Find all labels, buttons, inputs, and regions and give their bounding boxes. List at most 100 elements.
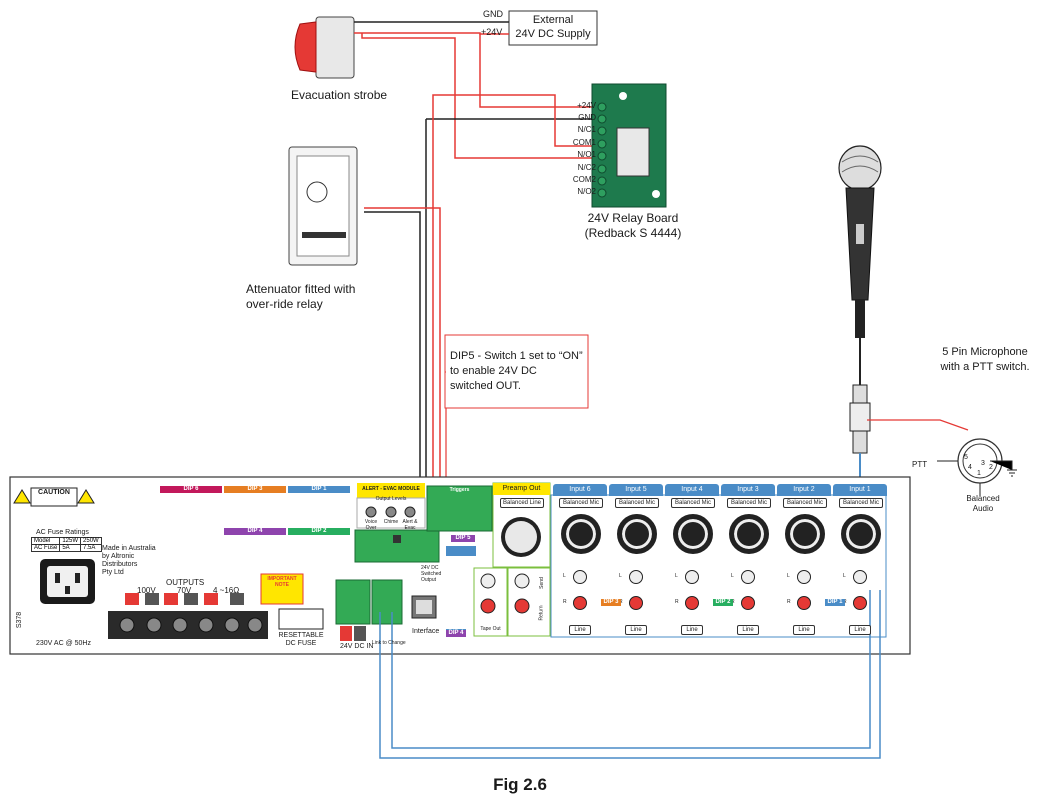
relay-terminal-screws bbox=[597, 102, 607, 198]
rca-left-jack[interactable] bbox=[853, 570, 867, 584]
attenuator-label: Attenuator fitted with over-ride relay bbox=[246, 282, 355, 312]
xlr-input-socket[interactable] bbox=[617, 514, 657, 554]
knob-alert-evac: Alert & Evac bbox=[402, 519, 418, 531]
dip-note-text: DIP5 - Switch 1 set to “ON” to enable 24… bbox=[450, 349, 583, 394]
dc-in-label: 24V DC IN bbox=[340, 643, 374, 650]
channel-side-label: L bbox=[675, 573, 678, 579]
external-supply-line1: External bbox=[532, 14, 574, 26]
figure-caption: Fig 2.6 bbox=[493, 775, 547, 794]
speaker-terminal-block bbox=[108, 611, 268, 639]
channel-side-label: R bbox=[563, 599, 567, 605]
dc-switched-line: Switched bbox=[421, 571, 442, 577]
balanced-mic-label: Balanced Mic bbox=[727, 498, 771, 508]
dip-note-line2: to enable 24V DC bbox=[450, 365, 537, 377]
line-label: Line bbox=[793, 625, 815, 635]
fuse-cell: 250W bbox=[80, 537, 102, 545]
relay-terminal-label: N/C2 bbox=[577, 163, 596, 172]
xlr-input-socket[interactable] bbox=[841, 514, 881, 554]
return-label: Return bbox=[538, 605, 545, 621]
rca-right-jack[interactable] bbox=[853, 596, 867, 610]
line-label: Line bbox=[737, 625, 759, 635]
attenuator-line2: over-ride relay bbox=[246, 297, 323, 311]
tap-100v: 100V bbox=[137, 586, 156, 595]
rca-left-jack[interactable] bbox=[741, 570, 755, 584]
strobe-label: Evacuation strobe bbox=[291, 88, 388, 102]
rca-right-jack[interactable] bbox=[629, 596, 643, 610]
balanced-mic-label: Balanced Mic bbox=[783, 498, 827, 508]
rca-right-jack[interactable] bbox=[741, 596, 755, 610]
input-panels bbox=[550, 494, 887, 638]
made-in-line: Distributors bbox=[102, 561, 138, 568]
line-label: Line bbox=[625, 625, 647, 635]
rca-right-jack[interactable] bbox=[573, 596, 587, 610]
interface-label: Interface bbox=[412, 628, 440, 635]
resettable-fuse-label: RESETTABLE DC FUSE bbox=[276, 632, 326, 648]
input-tab: Input 6 bbox=[553, 484, 607, 496]
channel-side-label: L bbox=[563, 573, 566, 579]
knob-voice-over: Voice Over bbox=[364, 519, 378, 531]
xlr-input-socket[interactable] bbox=[561, 514, 601, 554]
supply-gnd-label: GND bbox=[483, 9, 503, 19]
rca-right-jack[interactable] bbox=[797, 596, 811, 610]
triggers-label: Triggers bbox=[449, 487, 470, 493]
external-supply-line2: 24V DC Supply bbox=[515, 28, 591, 40]
xlr-pin-3: 3 bbox=[981, 460, 985, 467]
balanced-audio-line1: Balanced bbox=[966, 494, 1000, 503]
dip2-title: DIP 2 bbox=[288, 528, 350, 535]
xlr-pin-5: 5 bbox=[964, 454, 968, 461]
alert-module-label: ALERT - EVAC MODULE bbox=[362, 486, 420, 492]
balanced-mic-label: Balanced Mic bbox=[839, 498, 883, 508]
link-label: Link to Change bbox=[372, 640, 406, 646]
rca-left-jack[interactable] bbox=[629, 570, 643, 584]
dip4-tag: DIP 4 bbox=[446, 630, 466, 637]
xlr-pin-4: 4 bbox=[968, 464, 972, 471]
balanced-audio-line2: Audio bbox=[972, 504, 994, 513]
mains-label: 230V AC @ 50Hz bbox=[36, 640, 91, 647]
rca-left-jack[interactable] bbox=[685, 570, 699, 584]
tape-out-label: Tape Out bbox=[480, 626, 501, 632]
input-tab: Input 2 bbox=[777, 484, 831, 496]
dc-switched-label: 24V DC Switched Output bbox=[421, 565, 441, 583]
serial-label: S378 bbox=[16, 611, 24, 629]
made-in-label: Made in Australia by Altronic Distributo… bbox=[102, 545, 156, 577]
outputs-label: OUTPUTS bbox=[166, 578, 205, 587]
balanced-mic-label: Balanced Mic bbox=[559, 498, 603, 508]
line-label: Line bbox=[849, 625, 871, 635]
xlr-input-socket[interactable] bbox=[785, 514, 825, 554]
relay-terminal-label: COM2 bbox=[572, 175, 596, 184]
channel-side-label: L bbox=[731, 573, 734, 579]
supply-24v-label: +24V bbox=[481, 27, 503, 37]
dip-note-line3: switched OUT. bbox=[450, 380, 521, 392]
dip6-title: DIP 6 bbox=[160, 486, 222, 493]
rca-left-jack[interactable] bbox=[573, 570, 587, 584]
xlr-input-socket[interactable] bbox=[673, 514, 713, 554]
relay-terminal-label: N/O1 bbox=[577, 150, 596, 159]
line-label: Line bbox=[569, 625, 591, 635]
input-dip-tag: DIP 2 bbox=[713, 599, 733, 606]
line-label: Line bbox=[681, 625, 703, 635]
channel-side-label: L bbox=[843, 573, 846, 579]
channel-side-label: L bbox=[619, 573, 622, 579]
dip4-title: DIP 4 bbox=[224, 528, 286, 535]
dip1-title: DIP 1 bbox=[288, 486, 350, 493]
ac-fuse-ratings: AC Fuse Ratings bbox=[36, 529, 89, 536]
relay-terminal-label: N/C1 bbox=[577, 125, 596, 134]
dip5-tag: DIP 5 bbox=[451, 535, 475, 542]
tap-4-16: 4 ~16Ω bbox=[213, 586, 240, 595]
dip-note-line1: DIP5 - Switch 1 set to “ON” bbox=[450, 350, 583, 362]
xlr-input-socket[interactable] bbox=[729, 514, 769, 554]
xlr-pin-2: 2 bbox=[989, 464, 993, 471]
rca-right-jack[interactable] bbox=[685, 596, 699, 610]
input-tab: Input 4 bbox=[665, 484, 719, 496]
dc-switched-line: 24V DC bbox=[421, 565, 439, 571]
fuse-cell: 125W bbox=[59, 537, 82, 545]
ptt-label: PTT bbox=[912, 460, 928, 469]
microphone-line1: 5 Pin Microphone bbox=[942, 346, 1028, 358]
fuse-cell: AC Fuse bbox=[30, 544, 61, 552]
input-tab: Input 5 bbox=[609, 484, 663, 496]
dc-in-terminal bbox=[335, 579, 371, 625]
input-dip-tag: DIP 3 bbox=[601, 599, 621, 606]
rca-left-jack[interactable] bbox=[797, 570, 811, 584]
evacuation-strobe-icon bbox=[294, 16, 355, 79]
